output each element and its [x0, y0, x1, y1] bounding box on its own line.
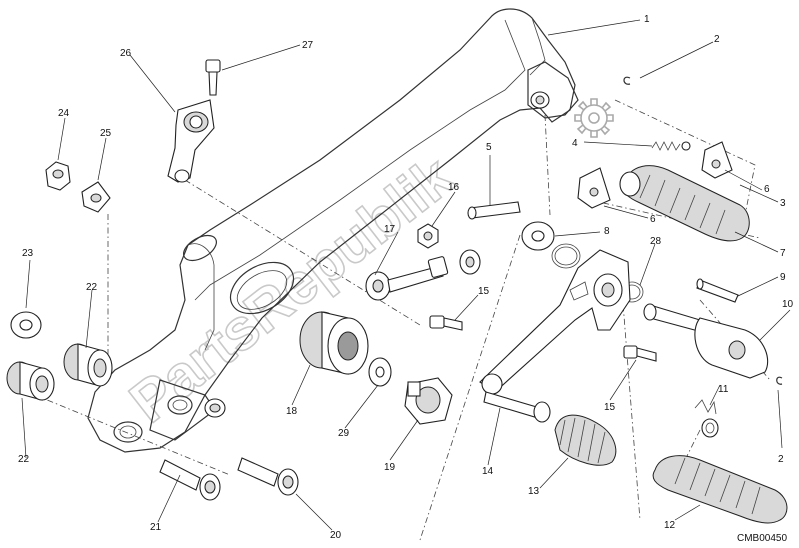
part-21-bolt: [159, 459, 221, 501]
callout-22a: 22: [86, 282, 98, 293]
callout-14: 14: [482, 466, 494, 477]
part-6-plate-b: [701, 141, 733, 179]
part-5-pin: [467, 201, 521, 220]
part-10-footpeg-mount: [643, 303, 769, 379]
part-15-screw-lower: [623, 345, 657, 362]
part-27-bolt: [205, 59, 221, 96]
callout-21: 21: [150, 522, 162, 533]
part-20-bolt: [237, 457, 299, 496]
part-22-spacer-lower: [6, 361, 55, 401]
callout-15b: 15: [604, 402, 616, 413]
leader-lines: [21, 19, 791, 531]
part-2-clip-upper: [623, 76, 631, 85]
callout-4: 4: [572, 138, 578, 149]
callout-7: 7: [780, 248, 786, 259]
callout-19: 19: [384, 462, 396, 473]
part-28-o-ring-a: [551, 243, 581, 269]
watermark-gear-icon: [574, 98, 614, 138]
callout-5: 5: [486, 142, 492, 153]
callout-2: 2: [714, 34, 720, 45]
callout-9: 9: [780, 272, 786, 283]
callout-25: 25: [100, 128, 112, 139]
callout-11: 11: [718, 384, 729, 395]
callout-17: 17: [384, 224, 396, 235]
part-26-rod-end: [167, 99, 215, 183]
part-15-screw-upper: [429, 315, 463, 331]
part-25-square-nut: [81, 181, 111, 213]
callout-20: 20: [330, 530, 342, 541]
part-4-spring: [651, 141, 691, 151]
part-18-bushing: [299, 311, 369, 375]
callout-1: 1: [644, 14, 650, 25]
part-12-footpeg-lower: [652, 455, 788, 524]
callout-6a: 6: [650, 214, 656, 225]
part-6-plate-a: [577, 167, 611, 209]
part-13-lever-rubber: [554, 414, 617, 466]
part-16-nut: [417, 223, 439, 249]
callout-27: 27: [302, 40, 314, 51]
callout-8: 8: [604, 226, 610, 237]
drawing-code: CMB00450: [737, 533, 787, 544]
callout-2b: 2: [778, 454, 784, 465]
part-24-nut: [45, 161, 71, 191]
footpeg-bracket-frame: [87, 8, 579, 453]
callout-26: 26: [120, 48, 132, 59]
callout-24: 24: [58, 108, 70, 119]
part-11-spring: [694, 399, 719, 438]
callout-13: 13: [528, 486, 540, 497]
part-19-pivot-bolt: [404, 377, 453, 425]
callout-labels: 1 2 3 4 5 6 6 7 8 9 10 11 12 13 14 15 15…: [18, 14, 794, 541]
callout-22b: 22: [18, 454, 30, 465]
part-23-washer: [10, 311, 42, 339]
part-22-spacer-upper: [63, 343, 113, 387]
callout-23: 23: [22, 248, 34, 259]
callout-16: 16: [448, 182, 460, 193]
callout-3: 3: [780, 198, 786, 209]
callout-28: 28: [650, 236, 662, 247]
callout-18: 18: [286, 406, 298, 417]
callout-12: 12: [664, 520, 676, 531]
part-14-gear-lever: [479, 249, 631, 423]
part-17-tie-rod: [365, 249, 481, 301]
part-29-washer: [368, 357, 392, 387]
callout-29: 29: [338, 428, 350, 439]
callout-6b: 6: [764, 184, 770, 195]
callout-10: 10: [782, 299, 794, 310]
part-7-footpeg-rubber: [619, 165, 750, 242]
callout-15a: 15: [478, 286, 490, 297]
part-2-clip-lower: [776, 376, 783, 385]
part-9-pin: [696, 278, 739, 303]
part-8-washer: [521, 221, 555, 251]
